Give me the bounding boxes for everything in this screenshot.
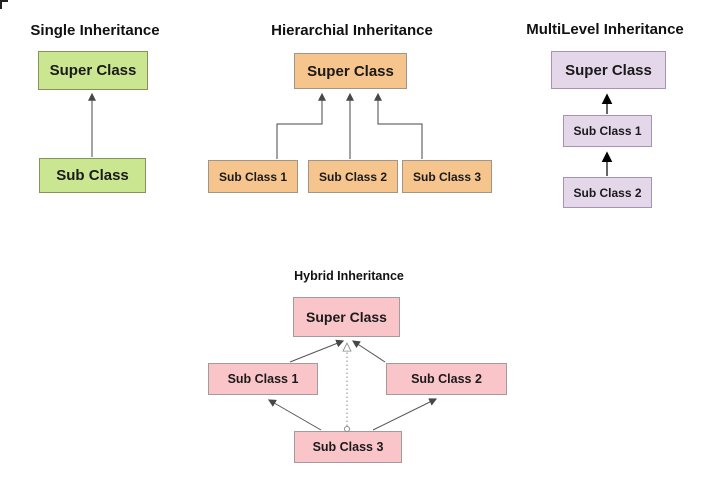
hybrid-sub-class-3-label: Sub Class 3 bbox=[312, 440, 384, 454]
multilevel-sub-class-2-box: Sub Class 2 bbox=[563, 177, 652, 208]
hierarchical-inheritance-title: Hierarchial Inheritance bbox=[271, 22, 433, 39]
hierarchical-arrow-sub1-to-super bbox=[276, 92, 326, 159]
hybrid-inheritance-title: Hybrid Inheritance bbox=[294, 269, 404, 283]
hierarchical-sub-class-3-box: Sub Class 3 bbox=[402, 160, 492, 193]
single-super-class-label: Super Class bbox=[49, 62, 137, 79]
multilevel-sub-class-1-box: Sub Class 1 bbox=[563, 115, 652, 147]
hierarchical-sub-class-1-box: Sub Class 1 bbox=[208, 160, 298, 193]
hierarchical-super-class-box: Super Class bbox=[294, 53, 407, 89]
hierarchical-sub-class-2-box: Sub Class 2 bbox=[308, 160, 398, 193]
hybrid-sub-class-2-label: Sub Class 2 bbox=[411, 372, 482, 386]
single-sub-class-label: Sub Class bbox=[56, 167, 129, 184]
multilevel-inheritance-title: MultiLevel Inheritance bbox=[526, 21, 684, 38]
single-sub-class-box: Sub Class bbox=[39, 158, 146, 193]
hierarchical-arrow-sub3-to-super bbox=[374, 92, 423, 159]
multilevel-sub-class-1-label: Sub Class 1 bbox=[573, 124, 642, 138]
hybrid-sub-class-2-box: Sub Class 2 bbox=[386, 363, 507, 395]
hybrid-super-class-box: Super Class bbox=[293, 297, 400, 337]
single-inheritance-title: Single Inheritance bbox=[30, 22, 160, 39]
hierarchical-sub-class-3-label: Sub Class 3 bbox=[412, 169, 482, 184]
multilevel-super-class-box: Super Class bbox=[551, 51, 666, 89]
single-super-class-box: Super Class bbox=[38, 51, 148, 90]
corner-artifact bbox=[0, 0, 2, 9]
hybrid-sub-class-1-box: Sub Class 1 bbox=[208, 363, 318, 395]
hierarchical-super-class-label: Super Class bbox=[307, 62, 394, 80]
multilevel-super-class-label: Super Class bbox=[565, 61, 652, 79]
hybrid-arrow-sub3-to-sub1 bbox=[267, 399, 322, 431]
corner-artifact bbox=[0, 0, 8, 2]
hybrid-sub-class-3-box: Sub Class 3 bbox=[294, 431, 402, 463]
multilevel-sub-class-2-label: Sub Class 2 bbox=[573, 185, 642, 200]
hybrid-super-class-label: Super Class bbox=[306, 309, 387, 325]
hybrid-arrow-sub1-to-super bbox=[289, 339, 345, 363]
hierarchical-sub-class-1-label: Sub Class 1 bbox=[218, 169, 288, 184]
hybrid-sub-class-1-label: Sub Class 1 bbox=[227, 372, 299, 386]
hybrid-arrow-sub3-to-sub2 bbox=[372, 398, 438, 431]
hybrid-arrow-sub2-to-super bbox=[351, 340, 386, 363]
hierarchical-sub-class-2-label: Sub Class 2 bbox=[318, 169, 388, 184]
